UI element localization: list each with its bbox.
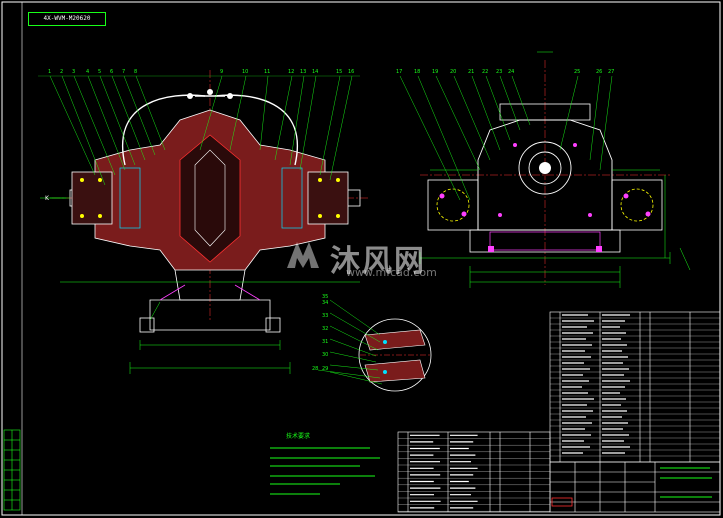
balloon: 35 [322,294,328,300]
balloon: 23 [496,69,502,75]
balloon: 27 [608,69,614,75]
balloon: 6 [110,69,113,75]
balloon: 18 [414,69,420,75]
balloon: 31 [322,339,328,345]
watermark-logo-icon [287,242,319,268]
side-balloon-labels: 17 18 19 20 21 22 23 24 25 26 27 [396,69,614,75]
balloon: 11 [264,69,270,75]
k-view-label: K [45,195,50,202]
balloon: 29 [322,366,328,372]
balloon: 14 [312,69,318,75]
balloon: 9 [220,69,223,75]
balloon: 4 [86,69,89,75]
balloon: 28 [312,366,318,372]
parts-list-upper-rows [550,314,720,457]
parts-list-lower-rows [398,434,550,512]
front-balloon-labels: 1 2 3 4 5 6 7 8 9 10 11 12 13 14 15 16 [48,69,354,75]
balloon: 10 [242,69,248,75]
technical-notes [270,447,380,495]
balloon: 13 [300,69,306,75]
watermark-text: 沐风网 [330,244,426,279]
balloon: 8 [134,69,137,75]
balloon: 30 [322,352,328,358]
drawing-tag: 4X-WVM-M20620 [28,12,106,26]
front-section-view: K 1 2 3 4 5 6 [38,69,370,374]
left-stamp-boxes [3,429,21,511]
notes-heading: 技术要求 [286,433,311,440]
balloon: 5 [98,69,101,75]
watermark-url: www.mfcad.com [346,266,437,279]
balloon: 1 [48,69,51,75]
balloon: 26 [596,69,602,75]
balloon: 25 [574,69,580,75]
balloon: 7 [122,69,125,75]
balloon: 20 [450,69,456,75]
side-view: 17 18 19 20 21 22 23 24 25 26 27 [396,51,691,288]
balloon: 24 [508,69,514,75]
balloon: 22 [482,69,488,75]
balloon: 21 [468,69,474,75]
balloon: 15 [336,69,342,75]
balloon: 17 [396,69,402,75]
balloon: 3 [72,69,75,75]
balloon: 33 [322,313,328,319]
balloon: 2 [60,69,63,75]
parts-list-lower [397,431,551,513]
balloon: 32 [322,326,328,332]
title-block [549,461,721,513]
detail-balloon-labels: 28 29 30 31 32 33 34 35 [312,294,328,372]
balloon: 34 [322,300,328,306]
balloon: 12 [288,69,294,75]
detail-view: 28 29 30 31 32 33 34 35 [312,294,432,392]
balloon: 19 [432,69,438,75]
balloon: 16 [348,69,354,75]
